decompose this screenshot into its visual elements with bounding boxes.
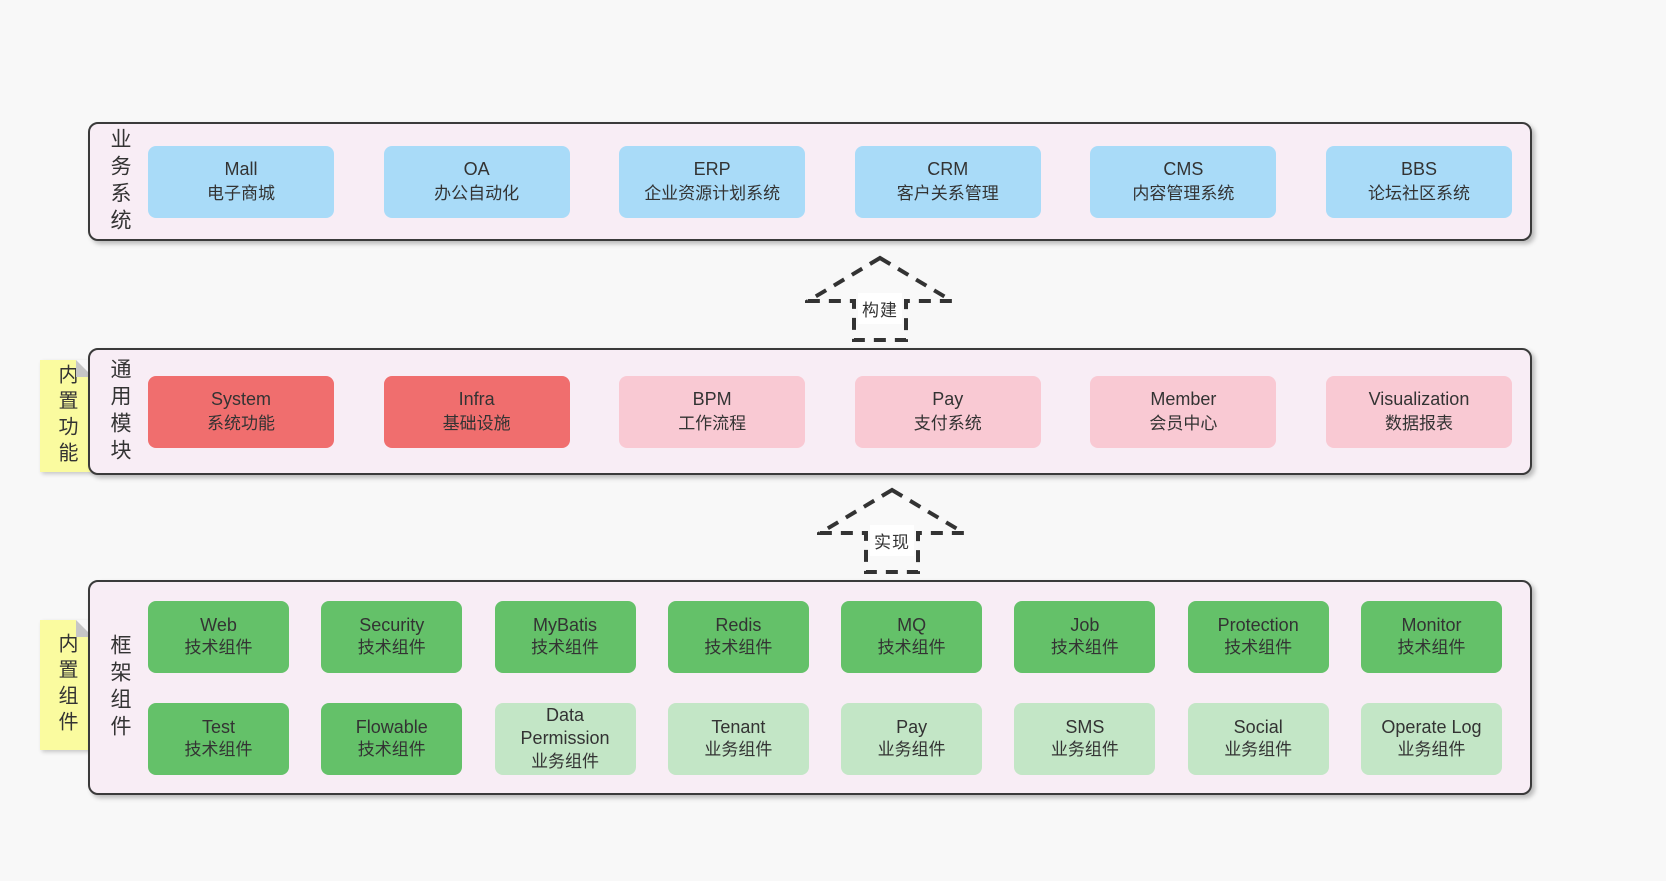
box-name: ERP [693,159,731,179]
box-desc: 业务组件 [704,740,773,760]
box-visualization: Visualization 数据报表 [1325,375,1512,448]
box-name: Redis [715,614,762,635]
layer-label-framework: 框架组件 [108,633,131,742]
box-mybatis: MyBatis 技术组件 [494,600,636,673]
framework-boxes: Web 技术组件 Security 技术组件 MyBatis 技术组件 Redi… [148,582,1530,793]
box-name: Mall [224,159,258,179]
box-pay-biz: Pay 业务组件 [841,702,983,775]
box-infra: Infra 基础设施 [383,375,570,448]
box-data-permission: Data Permission 业务组件 [494,702,636,775]
box-name: CRM [927,159,969,179]
box-pay: Pay 支付系统 [854,375,1041,448]
box-desc: 会员中心 [1149,414,1218,434]
box-name: Member [1150,389,1217,409]
box-desc: 技术组件 [1397,638,1466,658]
box-name: MyBatis [533,614,598,635]
box-desc: 技术组件 [184,740,253,760]
implement-arrow-label: 实现 [870,525,914,556]
box-desc: 技术组件 [531,638,600,658]
box-desc: 办公自动化 [434,184,520,204]
module-boxes: System 系统功能 Infra 基础设施 BPM 工作流程 Pay 支付系统… [148,350,1530,473]
box-desc: 数据报表 [1384,414,1453,434]
implement-arrow-icon: 实现 [817,487,967,575]
box-security: Security 技术组件 [321,600,463,673]
box-desc: 业务组件 [877,740,946,760]
box-web: Web 技术组件 [148,600,289,673]
box-desc: 企业资源计划系统 [644,184,781,204]
box-desc: 技术组件 [877,638,946,658]
box-name: Monitor [1401,614,1462,635]
box-desc: 技术组件 [184,638,253,658]
box-name: System [210,389,271,409]
box-desc: 基础设施 [442,414,511,434]
box-desc: 支付系统 [913,414,982,434]
build-arrow-icon: 构建 [805,255,955,343]
box-name: Test [201,716,235,737]
box-name: Infra [458,389,495,409]
box-mq: MQ 技术组件 [841,600,983,673]
build-arrow-label: 构建 [858,293,902,324]
box-name: BPM [692,389,732,409]
box-name: Pay [896,716,928,737]
sticky-note-builtin-functions: 内置功能 [40,360,93,472]
box-oa: OA 办公自动化 [383,145,570,218]
layer-business-systems: 业务系统 Mall 电子商城 OA 办公自动化 ERP 企业资源计划系统 CRM… [88,122,1532,241]
box-monitor: Monitor 技术组件 [1360,600,1502,673]
box-desc: 业务组件 [1050,740,1119,760]
box-desc: 技术组件 [704,638,773,658]
box-name: Protection [1217,614,1299,635]
box-job: Job 技术组件 [1014,600,1156,673]
box-name: CMS [1163,159,1204,179]
box-name: Visualization [1368,389,1470,409]
box-desc: 技术组件 [1224,638,1293,658]
box-desc: 工作流程 [678,414,747,434]
box-name: MQ [897,614,927,635]
box-name: OA [463,159,490,179]
box-desc: 客户关系管理 [896,184,999,204]
box-crm: CRM 客户关系管理 [854,145,1041,218]
box-desc: 业务组件 [1397,740,1466,760]
box-name: Tenant [711,716,766,737]
box-bbs: BBS 论坛社区系统 [1325,145,1512,218]
box-desc: 系统功能 [207,414,275,434]
layer-label-business: 业务系统 [108,127,131,236]
box-social: Social 业务组件 [1187,702,1329,775]
box-name: Social [1233,716,1283,737]
box-name: SMS [1065,716,1105,737]
business-boxes: Mall 电子商城 OA 办公自动化 ERP 企业资源计划系统 CRM 客户关系… [148,124,1530,239]
box-flowable: Flowable 技术组件 [321,702,463,775]
box-redis: Redis 技术组件 [667,600,809,673]
box-tenant: Tenant 业务组件 [667,702,809,775]
box-name: Web [200,614,237,635]
box-desc: 业务组件 [531,751,600,771]
layer-framework-components: 框架组件 Web 技术组件 Security 技术组件 MyBatis 技术组件… [88,580,1532,795]
box-desc: 技术组件 [1050,638,1119,658]
box-erp: ERP 企业资源计划系统 [619,145,806,218]
box-sms: SMS 业务组件 [1014,702,1156,775]
sticky-note-builtin-components: 内置组件 [40,620,93,750]
box-operate-log: Operate Log 业务组件 [1360,702,1502,775]
box-mall: Mall 电子商城 [148,145,334,218]
box-desc: 论坛社区系统 [1367,184,1470,204]
box-desc: 内容管理系统 [1132,184,1235,204]
box-test: Test 技术组件 [148,702,289,775]
box-desc: 技术组件 [357,638,426,658]
box-name: Data Permission [520,705,610,749]
box-name: Flowable [355,716,428,737]
box-name: Job [1070,614,1100,635]
box-cms: CMS 内容管理系统 [1090,145,1277,218]
layer-common-modules: 通用模块 System 系统功能 Infra 基础设施 BPM 工作流程 Pay… [88,348,1532,475]
box-bpm: BPM 工作流程 [619,375,806,448]
box-protection: Protection 技术组件 [1187,600,1329,673]
box-desc: 电子商城 [207,184,275,204]
layer-label-modules: 通用模块 [108,357,131,466]
box-name: Security [359,614,425,635]
box-desc: 技术组件 [357,740,426,760]
box-system: System 系统功能 [148,375,334,448]
box-desc: 业务组件 [1224,740,1293,760]
box-name: Operate Log [1381,716,1482,737]
box-name: Pay [932,389,964,409]
box-member: Member 会员中心 [1090,375,1277,448]
box-name: BBS [1400,159,1437,179]
